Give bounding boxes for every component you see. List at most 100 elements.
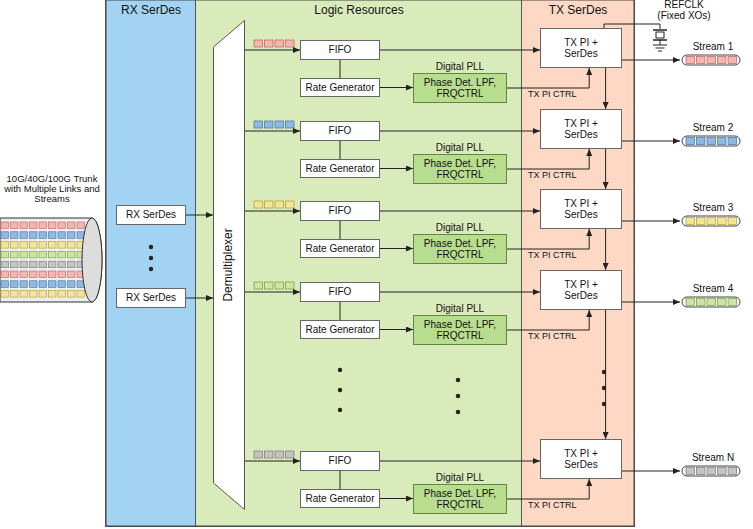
box-label: RX SerDes xyxy=(126,209,176,221)
trunk-cell xyxy=(11,242,19,249)
stream-cell xyxy=(728,299,737,306)
demultiplexer: Demultiplexer xyxy=(213,20,245,510)
stream-chip xyxy=(286,40,295,47)
stream-cell xyxy=(718,299,727,306)
box-label: Demultiplexer xyxy=(222,228,236,301)
connector xyxy=(605,149,606,189)
signal-label: TX PI CTRL xyxy=(527,251,578,261)
tx-serdes-box: TX PI + SerDes xyxy=(540,189,622,229)
stream-cell xyxy=(728,138,737,145)
trunk-cell xyxy=(58,251,66,258)
connector xyxy=(245,131,300,132)
stream-cell xyxy=(686,468,695,475)
stream-chip xyxy=(286,121,295,128)
box-label: FIFO xyxy=(329,205,352,217)
stream-cell xyxy=(718,468,727,475)
region-band: Logic ResourcesDemultiplexerFIFORate Gen… xyxy=(196,0,522,526)
box-label: Phase Det. LPF, FRQCTRL xyxy=(422,238,498,261)
connector xyxy=(380,498,413,499)
trunk-cell xyxy=(30,232,38,239)
continuation-dot xyxy=(456,378,460,382)
pll-box: Digital PLLPhase Det. LPF, FRQCTRL xyxy=(413,154,507,184)
stream-chip xyxy=(275,40,284,47)
stream-cell xyxy=(718,138,727,145)
connector xyxy=(605,229,606,270)
trunk-cell xyxy=(11,291,19,298)
box-label: Rate Generator xyxy=(306,82,375,94)
stream-chip xyxy=(265,282,274,289)
stream-chip xyxy=(286,201,295,208)
continuation-dot xyxy=(149,245,153,249)
fifo-box: FIFO xyxy=(300,201,380,221)
stream-cell xyxy=(728,57,737,64)
serdes-box: RX SerDes xyxy=(116,288,186,308)
stream-cell xyxy=(697,299,706,306)
trunk-cell xyxy=(20,242,28,249)
connector xyxy=(507,310,589,330)
demux-shape xyxy=(214,21,245,510)
region-band: TX SerDesTX PI + SerDesTX PI + SerDesTX … xyxy=(522,0,634,526)
box-label: RX SerDes xyxy=(126,292,176,304)
ground-symbol xyxy=(653,45,667,46)
trunk-cell xyxy=(58,242,66,249)
connector xyxy=(507,229,589,249)
rate-generator-box: Rate Generator xyxy=(300,78,380,97)
stream-cell xyxy=(686,138,695,145)
trunk-cell xyxy=(68,251,76,258)
trunk-cell xyxy=(49,291,57,298)
stream-chip xyxy=(275,451,284,458)
continuation-dot xyxy=(338,408,342,412)
box-label: Phase Det. LPF, FRQCTRL xyxy=(422,319,498,342)
stream-chip xyxy=(265,451,274,458)
stream-chip xyxy=(254,40,263,47)
trunk-cell xyxy=(58,232,66,239)
trunk-cell xyxy=(20,281,28,288)
trunk-cell xyxy=(68,271,76,278)
box-label: FIFO xyxy=(329,286,352,298)
stream-chip xyxy=(254,121,263,128)
box-label: Phase Det. LPF, FRQCTRL xyxy=(422,77,498,100)
trunk-cell xyxy=(39,222,47,229)
box-heading: Digital PLL xyxy=(402,61,518,73)
stream-arrow xyxy=(620,141,680,142)
stream-chip xyxy=(286,451,295,458)
trunk-cell xyxy=(20,291,28,298)
connector xyxy=(340,60,341,78)
connector xyxy=(380,131,540,132)
stream-cell xyxy=(707,57,716,64)
trunk-cell xyxy=(1,281,9,288)
trunk-cell xyxy=(49,232,57,239)
trunk-cell xyxy=(39,261,47,268)
trunk-cell xyxy=(58,261,66,268)
box-label: Phase Det. LPF, FRQCTRL xyxy=(422,158,498,181)
connector xyxy=(380,211,540,212)
trunk-cell xyxy=(20,232,28,239)
trunk-cell xyxy=(68,281,76,288)
box-label: FIFO xyxy=(329,44,352,56)
band-heading: RX SerDes xyxy=(121,4,181,18)
trunk-cell xyxy=(58,271,66,278)
rate-generator-box: Rate Generator xyxy=(300,489,380,508)
stream-chip xyxy=(265,40,274,47)
stream-cell xyxy=(707,218,716,225)
tx-serdes-box: TX PI + SerDes xyxy=(540,109,622,149)
connector xyxy=(340,302,341,320)
stream-cell xyxy=(707,299,716,306)
fifo-box: FIFO xyxy=(300,282,380,302)
box-heading: Digital PLL xyxy=(402,222,518,234)
stream-label: Stream 2 xyxy=(688,123,738,134)
trunk-cell xyxy=(68,222,76,229)
trunk-end xyxy=(82,218,102,302)
trunk-cell xyxy=(39,271,47,278)
trunk-cell xyxy=(30,222,38,229)
stream-bar xyxy=(682,216,740,226)
stream-bar xyxy=(682,297,740,307)
trunk-cell xyxy=(68,291,76,298)
continuation-dot xyxy=(149,256,153,260)
stream-label: Stream 3 xyxy=(688,203,738,214)
trunk-cell xyxy=(49,222,57,229)
trunk-cell xyxy=(11,251,19,258)
connector xyxy=(340,221,341,239)
pll-box: Digital PLLPhase Det. LPF, FRQCTRL xyxy=(413,234,507,264)
box-label: TX PI + SerDes xyxy=(555,37,607,60)
